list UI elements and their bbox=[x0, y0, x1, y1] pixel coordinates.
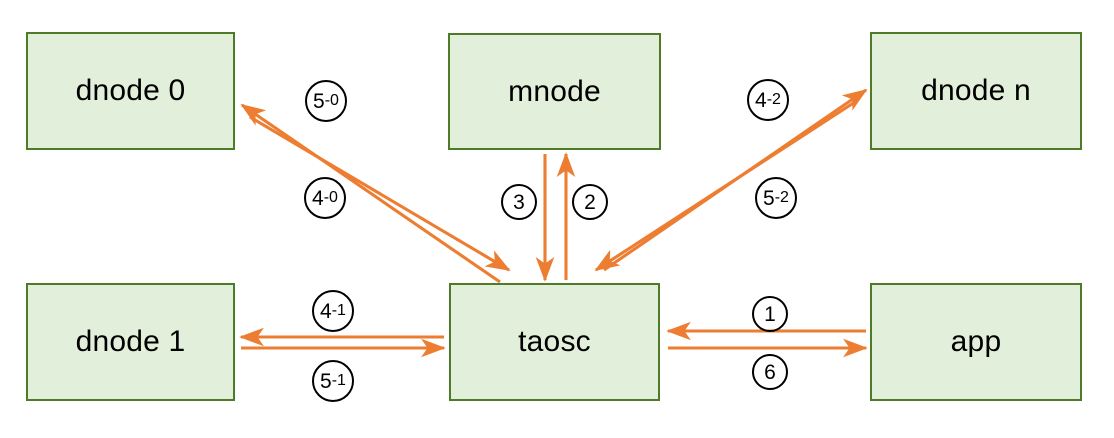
step-marker-main: 5 bbox=[763, 186, 775, 210]
node-label: dnode 0 bbox=[75, 74, 186, 107]
arrow-4-0 bbox=[249, 115, 511, 272]
step-marker-1: 1 bbox=[752, 296, 788, 332]
step-marker-sub: -1 bbox=[331, 372, 346, 389]
node-label: dnode n bbox=[921, 74, 1031, 107]
node-label: app bbox=[950, 325, 1002, 358]
step-marker-sub: -0 bbox=[324, 92, 339, 109]
step-marker-main: 5 bbox=[320, 369, 332, 393]
node-label: taosc bbox=[518, 325, 591, 358]
node-mnode[interactable]: mnode bbox=[448, 33, 661, 150]
step-marker-5-2: 5 -2 bbox=[755, 177, 797, 219]
step-marker-main: 2 bbox=[584, 190, 596, 214]
step-marker-5-0: 5 -0 bbox=[305, 80, 347, 122]
node-app[interactable]: app bbox=[870, 283, 1082, 401]
step-marker-2: 2 bbox=[572, 184, 608, 220]
step-marker-4-0: 4 -0 bbox=[304, 177, 346, 219]
step-marker-main: 3 bbox=[513, 190, 525, 214]
arrow-5-0 bbox=[240, 103, 501, 284]
step-marker-6: 6 bbox=[752, 354, 788, 390]
step-marker-main: 6 bbox=[764, 360, 776, 384]
step-marker-main: 4 bbox=[755, 88, 767, 112]
step-marker-sub: -2 bbox=[766, 91, 781, 108]
arrow-5-2 bbox=[594, 98, 859, 272]
step-marker-sub: -2 bbox=[774, 189, 789, 206]
step-marker-3: 3 bbox=[501, 184, 537, 220]
step-marker-4-1: 4 -1 bbox=[312, 290, 354, 332]
node-dnode-1[interactable]: dnode 1 bbox=[26, 283, 235, 401]
step-marker-5-1: 5 -1 bbox=[312, 360, 354, 402]
node-taosc[interactable]: taosc bbox=[449, 283, 660, 401]
node-dnode-n[interactable]: dnode n bbox=[870, 32, 1082, 150]
node-dnode-0[interactable]: dnode 0 bbox=[26, 32, 235, 150]
step-marker-main: 1 bbox=[764, 302, 776, 326]
node-label: mnode bbox=[508, 74, 601, 108]
step-marker-sub: -1 bbox=[331, 302, 346, 319]
step-marker-main: 4 bbox=[312, 186, 324, 210]
node-label: dnode 1 bbox=[75, 325, 186, 358]
step-marker-4-2: 4 -2 bbox=[747, 79, 789, 121]
step-marker-main: 4 bbox=[320, 299, 332, 323]
step-marker-sub: -0 bbox=[323, 189, 338, 206]
step-marker-main: 5 bbox=[313, 89, 325, 113]
